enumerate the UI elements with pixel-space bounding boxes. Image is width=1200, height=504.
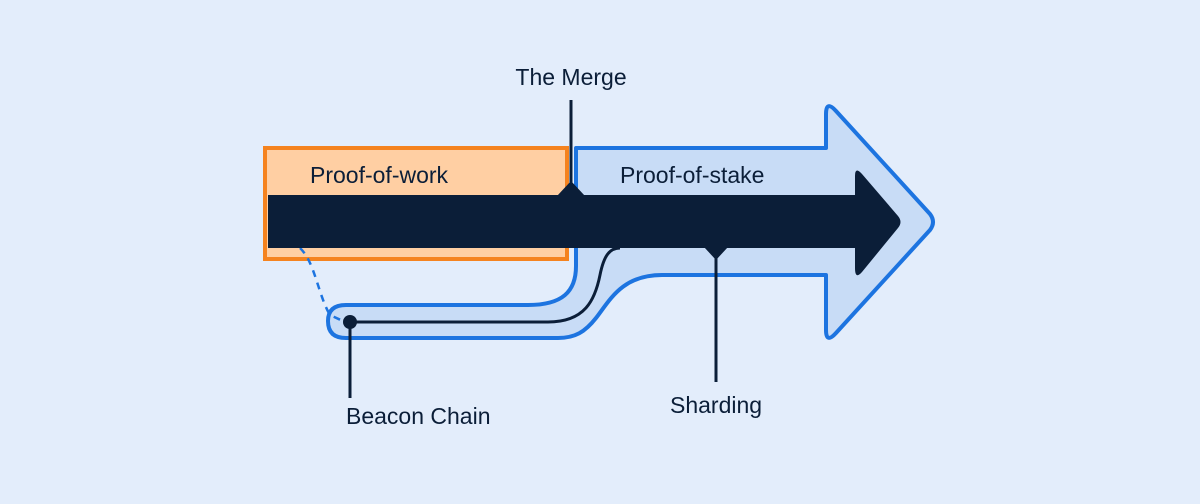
beacon-chain-dot <box>343 315 357 329</box>
label-proof-of-work: Proof-of-work <box>310 162 449 188</box>
label-sharding: Sharding <box>670 392 762 418</box>
beacon-chain-line <box>350 246 621 324</box>
label-proof-of-stake: Proof-of-stake <box>620 162 764 188</box>
label-beacon-chain: Beacon Chain <box>346 403 491 429</box>
main-chain-arrow <box>268 170 901 276</box>
dashed-connector <box>299 247 346 324</box>
merge-marker-notch <box>557 181 585 196</box>
label-the-merge: The Merge <box>515 64 626 90</box>
